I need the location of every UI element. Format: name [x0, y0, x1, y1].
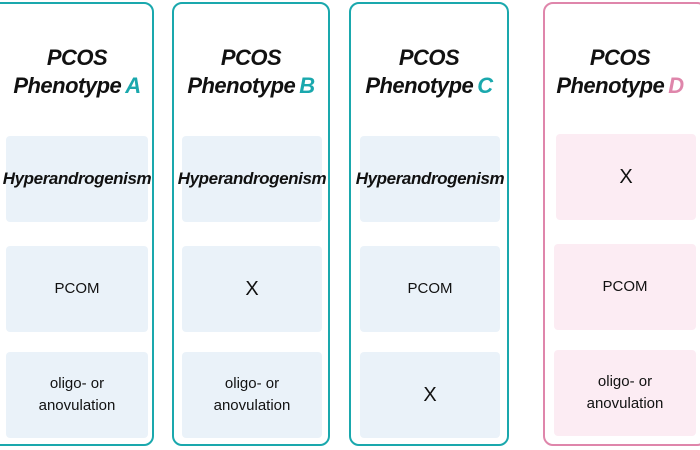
- absent-mark: X: [245, 277, 259, 300]
- criterion-hyperandrogenism-b: Hyperandrogenism: [178, 136, 327, 222]
- absent-mark: X: [423, 383, 437, 406]
- criterion-pcom-a: PCOM: [6, 246, 148, 332]
- title-line2: Phenotype: [556, 73, 665, 98]
- criterion-label: PCOM: [602, 278, 648, 295]
- criterion-hyperandrogenism-c: Hyperandrogenism: [356, 136, 505, 222]
- criterion-ovulation-b: oligo- or anovulation: [182, 352, 322, 438]
- criterion-label-line1: oligo- or: [224, 375, 280, 392]
- criterion-hyperandrogenism-a: Hyperandrogenism: [3, 136, 152, 222]
- phenotype-letter-b: B: [299, 73, 315, 98]
- criterion-label-line1: oligo- or: [49, 375, 105, 392]
- criterion-label: Hyperandrogenism: [2, 169, 152, 188]
- title-line2: Phenotype: [13, 73, 122, 98]
- phenotype-letter-d: D: [668, 73, 684, 98]
- phenotype-letter-a: A: [125, 73, 141, 98]
- criterion-ovulation-c: X: [360, 352, 500, 438]
- criterion-label: Hyperandrogenism: [177, 169, 327, 188]
- criterion-label: PCOM: [407, 280, 453, 297]
- criterion-ovulation-a: oligo- or anovulation: [6, 352, 148, 438]
- title-line1: PCOS: [589, 45, 651, 70]
- title-line2: Phenotype: [365, 73, 474, 98]
- criterion-label-line2: anovulation: [38, 397, 116, 414]
- criterion-hyperandrogenism-d: X: [556, 134, 696, 220]
- criterion-label: Hyperandrogenism: [355, 169, 505, 188]
- criterion-ovulation-d: oligo- or anovulation: [554, 350, 696, 436]
- criterion-label: PCOM: [54, 280, 100, 297]
- absent-mark: X: [619, 165, 633, 188]
- criterion-pcom-b: X: [182, 246, 322, 332]
- criterion-label-line1: oligo- or: [597, 373, 653, 390]
- title-line1: PCOS: [46, 45, 108, 70]
- title-line1: PCOS: [220, 45, 282, 70]
- criterion-label-line2: anovulation: [586, 395, 664, 412]
- criterion-pcom-c: PCOM: [360, 246, 500, 332]
- title-line1: PCOS: [398, 45, 460, 70]
- criterion-pcom-d: PCOM: [554, 244, 696, 330]
- title-line2: Phenotype: [187, 73, 296, 98]
- criterion-label-line2: anovulation: [213, 397, 291, 414]
- phenotype-letter-c: C: [477, 73, 493, 98]
